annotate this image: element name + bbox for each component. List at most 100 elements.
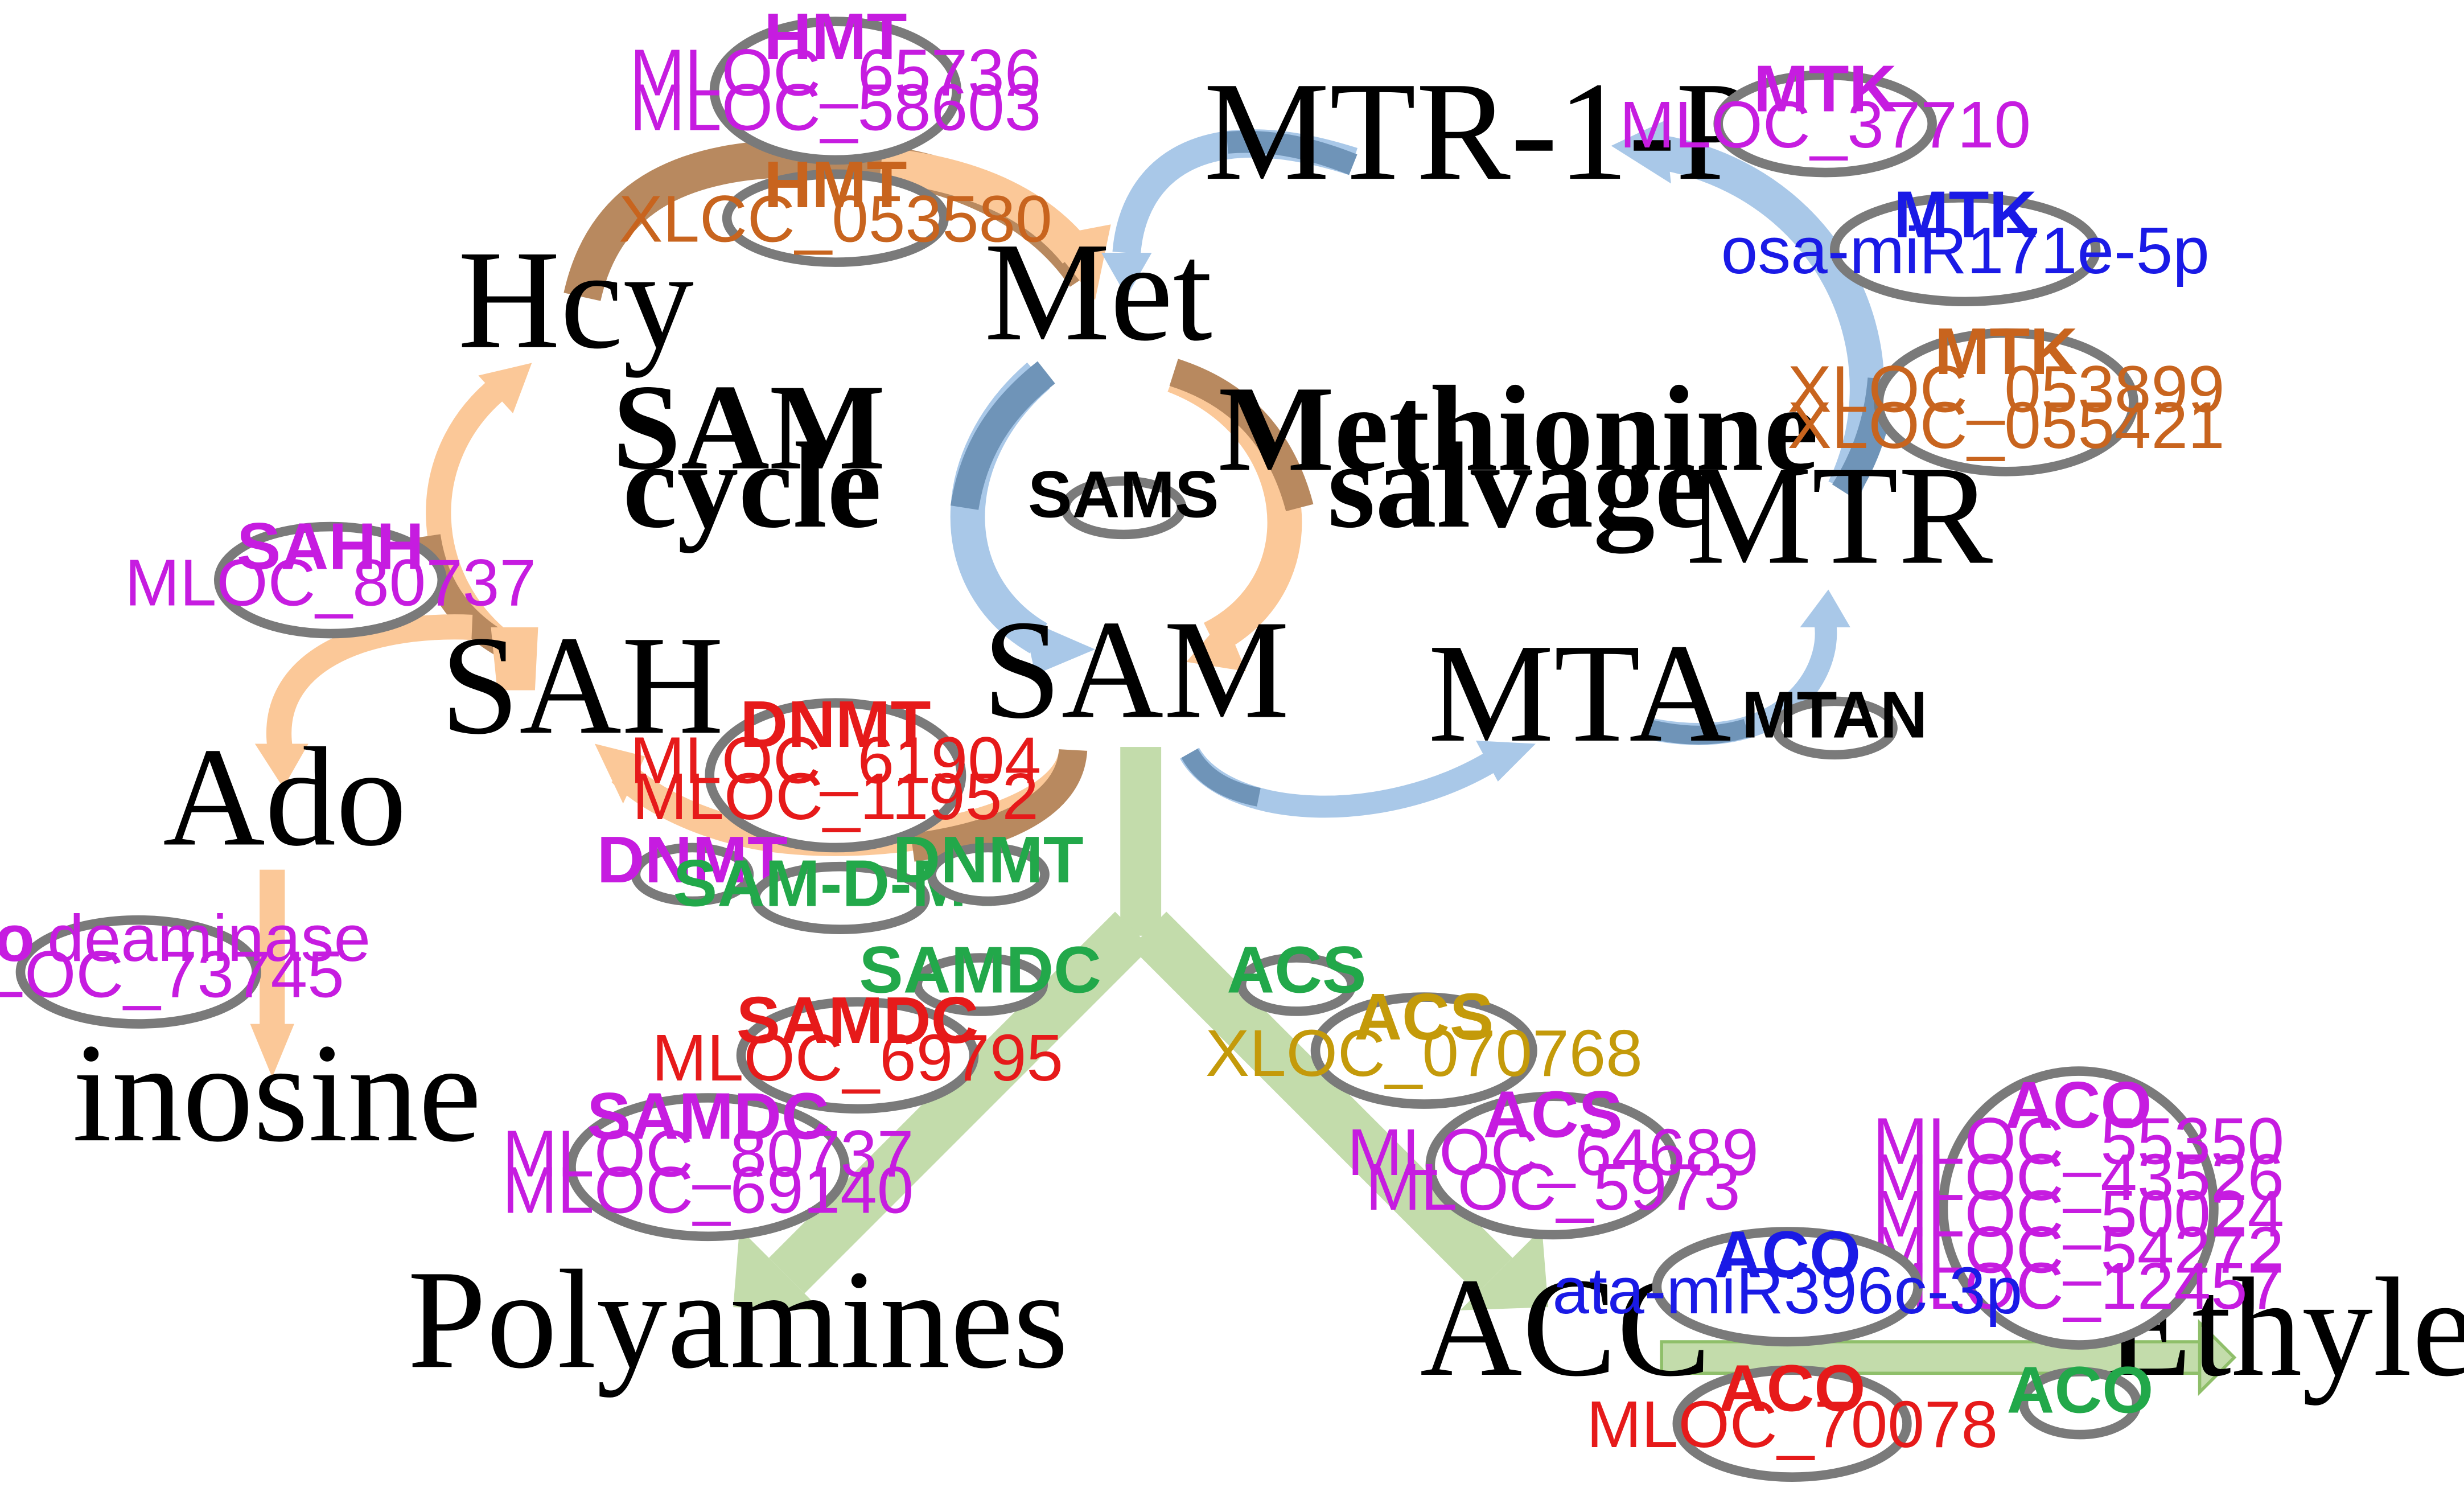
gene-id: MLOC_69140: [503, 1153, 914, 1227]
enzyme-name: MTK: [1894, 177, 2037, 251]
arrow-to-polyamines: [768, 911, 1151, 1294]
enzyme-name: SAMS: [1028, 457, 1219, 531]
gene-id: osa-miR171e-5p: [1721, 213, 2210, 287]
gene-id: ata-miR396c-3p: [1552, 1254, 2022, 1328]
gene-id: MLOC_54272: [1873, 1213, 2284, 1287]
gene-id: XLOC_055421: [1788, 388, 2225, 462]
arrow-sah-to-hcy-tip: [478, 363, 532, 414]
gene-id: MLOC_70078: [1586, 1387, 1998, 1461]
arrow-sam-right-tip: [1186, 618, 1247, 672]
gene-id: MLOC_43526: [1873, 1140, 2284, 1214]
label-sam-cycle-line2: cycle: [623, 417, 882, 553]
enzyme-aco-red: ACO MLOC_70078: [1586, 1351, 1998, 1482]
arrow-to-acc-tip: [1460, 1228, 1549, 1310]
enzyme-name: ACO: [2007, 1353, 2154, 1427]
enzyme-acs-purple: ACS MLOC_64689 MLOC_5973: [1347, 1078, 1759, 1240]
enzyme-name: SAHH: [237, 509, 424, 584]
gene-id: MLOC_37710: [1619, 88, 2031, 162]
enzyme-name: ACS: [1227, 932, 1366, 1006]
metabolite-met: Met: [984, 213, 1212, 370]
arrow-mtr1p-to-met-tip: [1101, 253, 1152, 297]
enzyme-name: ACO: [1714, 1218, 1861, 1292]
enzyme-dnmt-purple: DNMT: [597, 823, 788, 906]
enzyme-hmt-purple: HMT MLOC_65736 MLOC_58603: [630, 0, 1041, 165]
arrow-mtr-to-mtr1p-tip: [1611, 120, 1671, 184]
gene-id: XLCC_053580: [619, 182, 1052, 256]
enzyme-name: ACS: [1483, 1078, 1623, 1152]
arrow-to-acc: [1130, 911, 1513, 1294]
enzyme-name: SAMDC: [859, 932, 1101, 1006]
metabolite-mta: MTA: [1428, 614, 1731, 771]
enzyme-name-main: Ado: [0, 901, 35, 975]
enzyme-name: SAMDC: [587, 1079, 829, 1153]
metabolite-mtr-1-p: MTR-1-P: [1204, 52, 1755, 209]
enzyme-dnmt-red: DNMT MLOC_61904 MLOC_11952: [630, 687, 1041, 853]
metabolite-sam: SAM: [982, 591, 1289, 748]
gene-id: MLOC_80737: [503, 1117, 914, 1191]
arrow-mta-to-mtr-tip: [1800, 589, 1850, 627]
enzyme-name: Ado deaminase: [0, 901, 371, 975]
gene-id: XLOC_053899: [1788, 352, 2225, 426]
arrow-to-polyamines-tip: [733, 1228, 821, 1310]
enzyme-hmt-orange: HMT XLCC_053580: [619, 147, 1052, 267]
arrow-sam-to-mta-tip: [1475, 741, 1536, 782]
metabolite-sah: SAH: [441, 606, 724, 763]
arrow-into-sah-tip: [491, 627, 538, 691]
enzyme-name: ACS: [1354, 980, 1494, 1054]
enzyme-name: ACO: [2005, 1068, 2152, 1142]
arrow-sam-to-sah-dark: [911, 748, 1088, 862]
enzyme-sams: SAMS: [1028, 457, 1219, 540]
arrow-sah-to-ado-tip: [254, 743, 308, 788]
metabolite-inosine: inosine: [72, 1014, 482, 1171]
gene-id: MLOC_64689: [1347, 1115, 1759, 1189]
arrow-mtr1p-to-met-dark: [1226, 130, 1358, 175]
gene-id: MLOC_58603: [630, 70, 1041, 144]
gene-id: MLOC_12457: [1873, 1249, 2284, 1323]
arrow-hcy-to-met-tip: [1044, 224, 1111, 300]
enzyme-mtan: MTAN: [1742, 677, 1928, 760]
gene-id: MLOC_5973: [1365, 1150, 1740, 1224]
gene-id: MLOC_11952: [632, 759, 1039, 833]
gene-id: MLOC_55350: [1873, 1104, 2284, 1178]
enzyme-aco-green: ACO: [2007, 1353, 2154, 1440]
label-sam-cycle-line1: SAM: [612, 359, 885, 495]
label-methionine-salvage-line2: salvage: [1327, 417, 1709, 554]
enzyme-name: DNMT: [892, 823, 1083, 897]
enzyme-name-suffix: deaminase: [47, 901, 371, 975]
arrow-ado-to-inosine-tip: [250, 1024, 294, 1078]
arrow-sam-to-mta-dark: [1181, 748, 1261, 807]
enzyme-name: SAMDC: [737, 983, 979, 1057]
enzyme-acs-green: ACS: [1227, 932, 1366, 1016]
arrow-met-to-sam-tip: [1022, 618, 1095, 675]
enzyme-name: MTK: [1754, 51, 1897, 125]
enzyme-sahh: SAHH MLOC_80737: [125, 509, 536, 639]
enzyme-samdc-green: SAMDC: [859, 932, 1101, 1016]
arrow-sah-to-ado: [266, 614, 473, 750]
enzyme-name: HMT: [764, 147, 907, 221]
enzyme-dnmt-green: DNMT: [892, 823, 1084, 906]
gene-id: MLOC_73745: [0, 938, 344, 1012]
gene-id: MLOC_50024: [1873, 1177, 2284, 1251]
enzyme-name: MTK: [1935, 314, 2078, 388]
enzyme-samdc-purple: SAMDC MLOC_80737 MLOC_69140: [503, 1079, 914, 1242]
enzyme-name: DNMT: [740, 687, 931, 761]
arrow-sam-down: [1120, 747, 1162, 936]
metabolite-polyamines: Polyamines: [408, 1240, 1068, 1398]
enzyme-aco-purple: ACO MLOC_55350 MLOC_43526 MLOC_50024 MLO…: [1873, 1066, 2284, 1350]
arrow-acc-to-ethylene-tip: [2198, 1319, 2237, 1396]
enzyme-name: ACO: [1719, 1351, 1866, 1425]
enzyme-samdc-red: SAMDC MLOC_69795: [652, 983, 1063, 1114]
enzyme-name: DNMT: [597, 823, 788, 897]
arrow-met-to-sam-dark: [950, 361, 1055, 510]
metabolite-hcy: Hcy: [458, 221, 694, 378]
enzyme-ado-deaminase: Ado deaminase MLOC_73745: [0, 901, 371, 1029]
gene-id: MLOC_80737: [125, 545, 536, 619]
enzyme-name: HMT: [764, 0, 907, 73]
enzyme-aco-blue: ACO ata-miR396c-3p: [1552, 1218, 2022, 1347]
arrow-ado-to-inosine: [260, 869, 285, 1028]
gene-id: XLOC_070768: [1206, 1016, 1643, 1090]
enzyme-acs-gold: ACS XLOC_070768: [1206, 980, 1643, 1109]
enzyme-mtk-orange: MTK XLOC_053899 XLOC_055421: [1788, 314, 2225, 476]
label-methionine-salvage-line1: Methionine: [1219, 361, 1819, 497]
